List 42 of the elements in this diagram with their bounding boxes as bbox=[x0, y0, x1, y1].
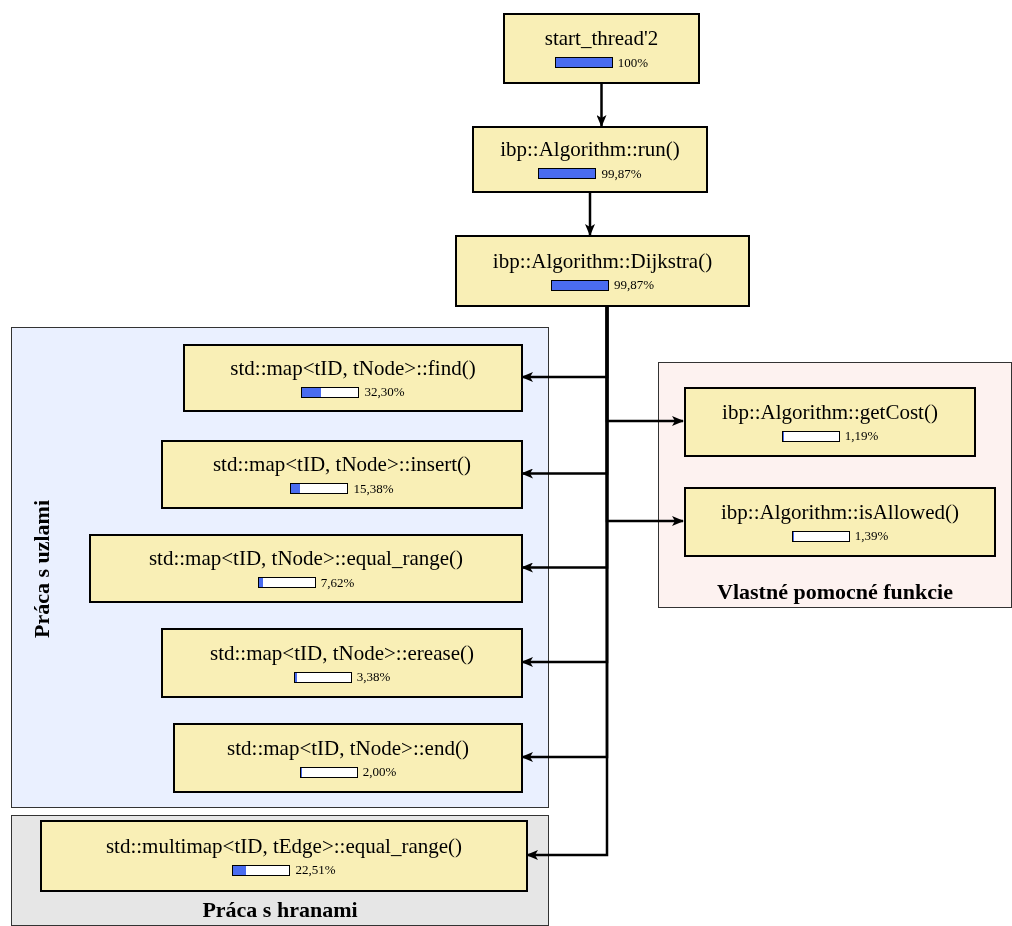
percentage-label: 1,19% bbox=[844, 428, 879, 445]
function-box bbox=[472, 126, 708, 193]
percentage-label: 99,87% bbox=[601, 165, 642, 182]
function-box bbox=[684, 487, 996, 557]
function-name: std::map<tID, tNode>::insert() bbox=[212, 452, 472, 477]
function-box bbox=[161, 440, 523, 509]
percentage-label: 2,00% bbox=[362, 764, 397, 781]
function-box bbox=[89, 534, 523, 603]
group-title: Práca s uzlami bbox=[29, 499, 56, 638]
function-box bbox=[684, 387, 976, 457]
arrow bbox=[526, 307, 609, 860]
function-name: start_thread'2 bbox=[544, 26, 659, 51]
function-name: ibp::Algorithm::Dijkstra() bbox=[492, 248, 713, 274]
percentage-label: 99,87% bbox=[613, 277, 655, 294]
function-name: ibp::Algorithm::isAllowed() bbox=[721, 499, 959, 525]
function-box bbox=[40, 820, 528, 892]
function-box bbox=[161, 628, 523, 698]
percentage-label: 1,39% bbox=[854, 528, 889, 545]
function-box bbox=[183, 344, 523, 412]
percentage-label: 3,38% bbox=[356, 669, 391, 686]
percentage-label: 7,62% bbox=[320, 574, 355, 591]
function-box bbox=[173, 723, 523, 793]
function-name: std::map<tID, tNode>::equal_range() bbox=[148, 546, 464, 571]
arrow bbox=[585, 193, 595, 236]
function-name: std::map<tID, tNode>::erease() bbox=[210, 640, 474, 666]
function-box bbox=[503, 13, 700, 84]
function-name: std::map<tID, tNode>::end() bbox=[227, 735, 469, 761]
percentage-label: 32,30% bbox=[364, 384, 405, 401]
group-panel bbox=[11, 815, 549, 926]
group-title: Práca s hranami bbox=[202, 897, 358, 923]
function-name: ibp::Algorithm::run() bbox=[500, 137, 680, 162]
percentage-label: 22,51% bbox=[295, 862, 336, 879]
group-panel bbox=[658, 362, 1012, 608]
percentage-label: 15,38% bbox=[353, 480, 394, 497]
function-name: ibp::Algorithm::getCost() bbox=[722, 399, 938, 425]
function-name: std::multimap<tID, tEdge>::equal_range() bbox=[105, 833, 463, 859]
function-name: std::map<tID, tNode>::find() bbox=[230, 355, 476, 381]
arrow bbox=[596, 84, 607, 127]
function-box bbox=[455, 235, 750, 307]
group-title: Vlastné pomocné funkcie bbox=[717, 579, 953, 605]
group-panel bbox=[11, 327, 549, 808]
percentage-label: 100% bbox=[617, 54, 649, 71]
